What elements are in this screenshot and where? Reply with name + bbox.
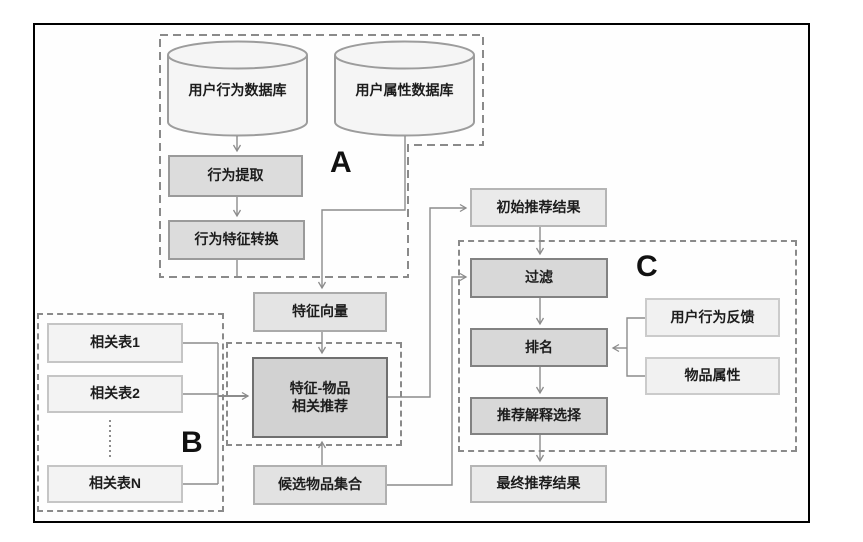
edge-db2-to-feature-vector — [317, 136, 406, 290]
node-item-attr: 物品属性 — [645, 357, 780, 395]
dashed-region-a — [159, 34, 484, 278]
dashed-region-c — [458, 240, 797, 452]
dashed-region-b — [37, 313, 224, 512]
node-candidate-items: 候选物品集合 — [253, 465, 387, 505]
node-feature-item-recommend-line2: 相关推荐 — [292, 397, 348, 414]
node-behavior-feature-convert: 行为特征转换 — [168, 220, 305, 260]
node-feature-vector: 特征向量 — [253, 292, 387, 332]
node-rec-explain-select: 推荐解释选择 — [470, 397, 608, 435]
edge-feedback-attr-bus — [626, 317, 645, 377]
cylinder-user-attr-db — [334, 40, 475, 137]
node-filter: 过滤 — [470, 258, 608, 298]
node-related-table-n: 相关表N — [47, 465, 183, 503]
node-initial-rec-result: 初始推荐结果 — [470, 188, 607, 227]
node-user-behavior-db: 用户行为数据库 — [188, 82, 287, 98]
node-feature-item-recommend-line1: 特征-物品 — [289, 380, 351, 396]
node-user-attr-db: 用户属性数据库 — [355, 82, 454, 98]
node-behavior-extract: 行为提取 — [168, 155, 303, 197]
dashed-region-core — [226, 342, 402, 446]
node-related-table-2: 相关表2 — [47, 375, 183, 413]
node-feature-item-recommend: 特征-物品 相关推荐 — [252, 357, 388, 438]
region-label-b: B — [181, 426, 203, 459]
node-rank: 排名 — [470, 328, 608, 367]
region-label-c: C — [636, 250, 658, 283]
node-related-table-1: 相关表1 — [47, 323, 183, 363]
region-label-a: A — [330, 146, 352, 179]
edge-core-to-initial-result — [388, 203, 468, 398]
node-final-rec-result: 最终推荐结果 — [470, 465, 607, 503]
node-user-behavior-feedback: 用户行为反馈 — [645, 298, 780, 337]
cylinder-user-behavior-db — [167, 40, 308, 137]
